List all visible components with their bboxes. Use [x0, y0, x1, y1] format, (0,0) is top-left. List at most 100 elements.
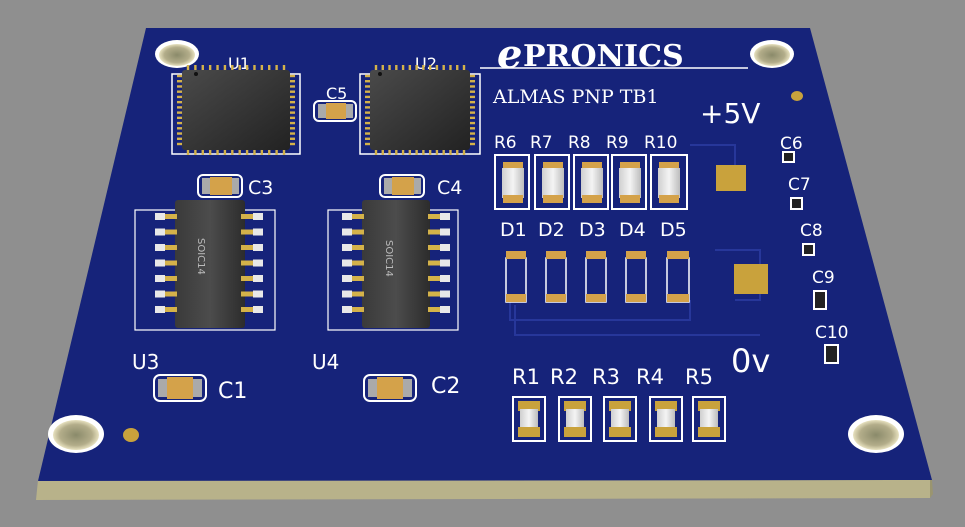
chip-pin [401, 149, 405, 155]
chip-pin [194, 65, 197, 71]
chip-u4-label: U4 [312, 350, 339, 374]
chip-pin [469, 95, 475, 99]
board-edge [36, 480, 932, 500]
chip-pin [428, 65, 432, 71]
chip-pin [289, 116, 295, 120]
chip-pin [440, 306, 450, 313]
chip-pin [469, 111, 475, 114]
resistors-bottom: R1 R2 R3 R4 R5 [512, 365, 726, 442]
chip-pin [216, 149, 219, 155]
chip-pin [241, 214, 257, 219]
chip-pin [440, 259, 450, 267]
chip-pin [289, 132, 295, 135]
chip-pin [241, 276, 257, 281]
chip-pin [469, 106, 475, 109]
capacitor-c1: C1 [153, 374, 247, 404]
resistor-r3: R3 [592, 365, 637, 442]
chip-pin [155, 275, 165, 282]
chip-pin [216, 65, 219, 71]
chip-pin [365, 95, 371, 99]
chip-pin [253, 275, 263, 282]
capacitor-c3-label: C3 [248, 177, 273, 199]
chip-pin [177, 106, 183, 109]
chip-pin [469, 74, 475, 78]
chip-pin [201, 65, 204, 71]
resistor-r4: R4 [636, 365, 683, 442]
chip-u2-label: U2 [415, 54, 437, 73]
chip-pin [342, 259, 352, 267]
capacitor-c8: C8 [800, 221, 823, 256]
chip-pin [374, 65, 378, 71]
chip-pin [365, 85, 371, 88]
chip-u1: U1 [171, 54, 301, 155]
chip-pin [395, 65, 398, 71]
chip-pin [469, 100, 475, 104]
chip-u2: U2 [359, 54, 481, 155]
chip-pin [177, 80, 183, 83]
chip-pin [282, 149, 286, 155]
chip-pin [365, 127, 371, 130]
capacitor-c2: C2 [363, 374, 460, 402]
chip-pin [238, 149, 241, 155]
chip-pin [253, 244, 263, 251]
chip-pin [365, 132, 371, 135]
diode-d3: D3 [579, 219, 607, 303]
chip-pin [348, 229, 364, 235]
chip-pin [440, 290, 450, 298]
chip-u4-package: SOIC14 [383, 240, 394, 277]
chip-pin [469, 80, 475, 83]
chip-pin [381, 149, 384, 155]
chip-pin [155, 290, 165, 298]
chip-pin [469, 121, 475, 125]
chip-pin [428, 291, 444, 297]
resistor-r3-label: R3 [592, 365, 620, 389]
chip-pin [253, 290, 263, 298]
chip-u4: SOIC14 U4 [312, 200, 459, 374]
diodes: D1 D2 D3 D4 D5 [500, 219, 690, 303]
capacitor-c6: C6 [780, 134, 803, 163]
chip-pin [155, 306, 165, 313]
chip-pin [428, 214, 444, 219]
capacitor-c2-label: C2 [431, 374, 460, 399]
resistor-r9: R9 [606, 133, 647, 210]
chip-pin [348, 260, 364, 266]
chip-pin [449, 65, 452, 71]
resistor-r1: R1 [512, 365, 546, 442]
chip-pin [449, 149, 452, 155]
chip-pin [428, 245, 444, 250]
chip-pin [348, 291, 364, 297]
chip-pin [253, 65, 256, 71]
chip-pin [231, 65, 234, 71]
capacitor-c5-label: C5 [326, 84, 347, 103]
chip-pin [365, 90, 371, 93]
chip-pin [342, 213, 352, 220]
ground-pad [734, 264, 768, 294]
resistor-r6-label: R6 [494, 133, 517, 153]
resistor-r2-label: R2 [550, 365, 578, 389]
chip-pin [155, 228, 165, 236]
chip-pin [194, 149, 197, 155]
resistor-r4-label: R4 [636, 365, 664, 389]
chip-pin [342, 290, 352, 298]
capacitor-c10: C10 [815, 323, 849, 364]
chip-pin [241, 291, 257, 297]
chip-pin [365, 116, 371, 120]
chip-pin [440, 275, 450, 282]
resistor-r8-label: R8 [568, 133, 591, 153]
logo-prefix: e [497, 31, 522, 78]
diode-d5: D5 [660, 219, 690, 303]
chip-u3: SOIC14 U3 [132, 200, 276, 374]
chip-pin [177, 137, 183, 140]
capacitor-c3: C3 [197, 174, 273, 199]
chip-pin [155, 213, 165, 220]
chip-pin [462, 65, 466, 71]
chip-pin [268, 149, 271, 155]
chip-pin [177, 142, 183, 146]
capacitor-c6-label: C6 [780, 134, 803, 154]
chip-pin [365, 74, 371, 78]
chip-pin [260, 149, 264, 155]
chip-pin [469, 85, 475, 88]
capacitor-c9: C9 [812, 268, 835, 310]
chip-pin [408, 149, 412, 155]
chip-pin [422, 149, 425, 155]
